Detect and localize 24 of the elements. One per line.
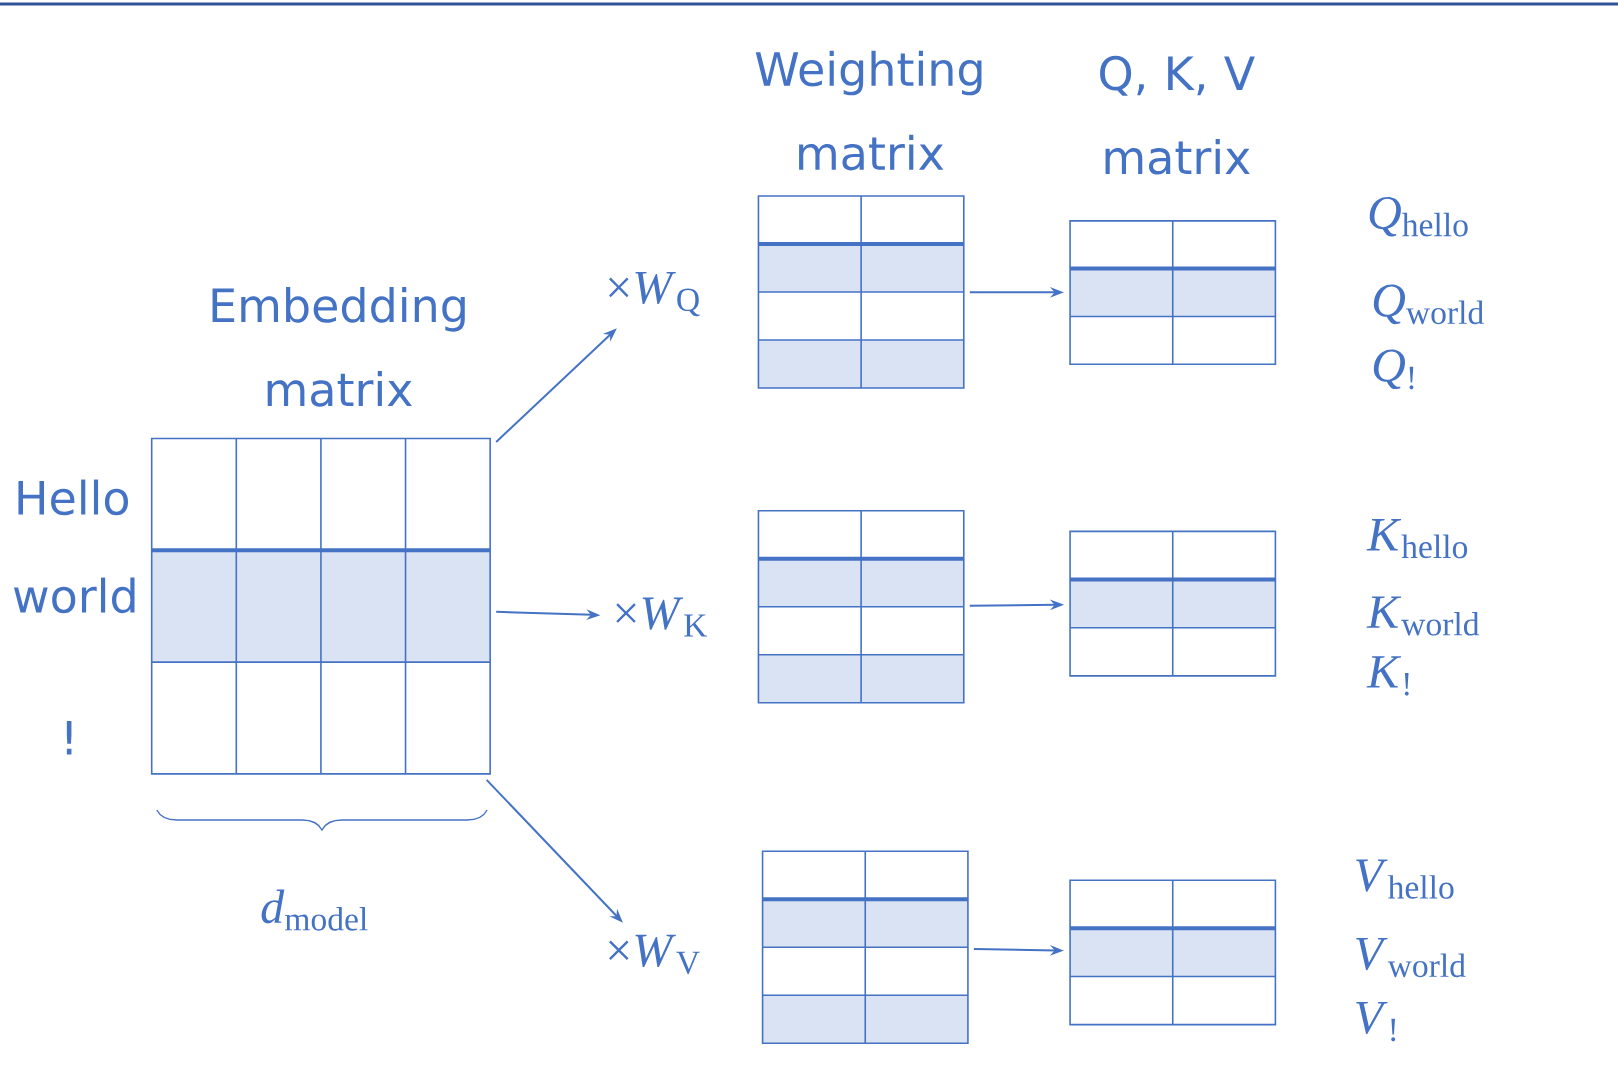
math-label: K$_{hello}$ (1366, 519, 1468, 559)
node-label: Embedding matrix (212, 287, 465, 407)
row-label: ! (66, 721, 72, 755)
math-label: V$_{hello}$ (1356, 859, 1454, 899)
math-label: V$_{world}$ (1356, 938, 1466, 978)
multiplier-label: ×W$_{V}$ (609, 935, 700, 975)
math-label: Q$_{hello}$ (1369, 197, 1468, 237)
matrix-grid: Weighting matrix (755, 51, 982, 390)
multiplier-label: ×W$_{K}$ (616, 597, 707, 637)
matrix-grid (761, 850, 969, 1045)
matrix-grid (757, 510, 965, 704)
matrix-grid: Q, K, V matrix (1069, 56, 1277, 366)
math-label: K$_{world}$ (1366, 596, 1480, 636)
node-label: Weighting matrix (755, 51, 982, 171)
math-label: Q$_{world}$ (1373, 284, 1484, 325)
matrix-grid (1069, 879, 1277, 1026)
matrix-grid: Embedding matrix (150, 287, 491, 775)
matrix-grid (1069, 530, 1277, 677)
math-label: K$_{!}$ (1366, 656, 1409, 696)
node-label: Q, K, V matrix (1100, 56, 1255, 175)
math-label: Q$_{!}$ (1373, 349, 1414, 390)
multiplier-label: ×W$_{Q}$ (609, 272, 700, 317)
math-label: d$_{model}$ (261, 889, 368, 931)
math-label: V$_{!}$ (1356, 1002, 1396, 1042)
